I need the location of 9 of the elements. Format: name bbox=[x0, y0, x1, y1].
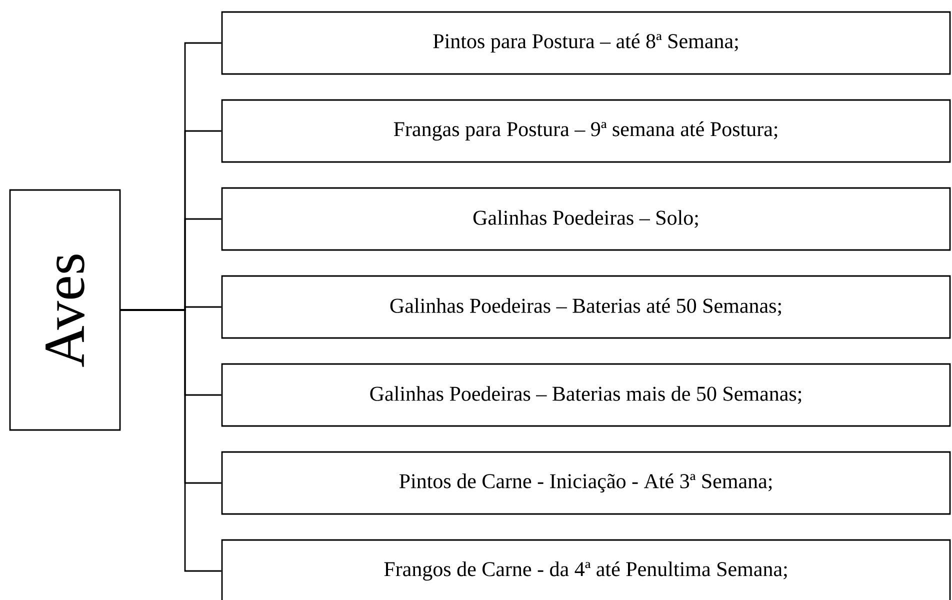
category-box: Pintos de Carne - Iniciação - Até 3ª Semana; bbox=[221, 451, 951, 515]
title-box: Aves bbox=[9, 189, 121, 431]
category-box: Galinhas Poedeiras – Baterias mais de 50 Semanas; bbox=[221, 363, 951, 427]
category-box: Galinhas Poedeiras – Solo; bbox=[221, 187, 951, 251]
connector-line bbox=[120, 309, 222, 572]
category-box: Pintos para Postura – até 8ª Semana; bbox=[221, 11, 951, 75]
category-box: Galinhas Poedeiras – Baterias até 50 Semanas; bbox=[221, 275, 951, 339]
category-box: Frangos de Carne - da 4ª até Penultima Semana; bbox=[221, 539, 951, 600]
category-box: Frangas para Postura – 9ª semana até Postura; bbox=[221, 99, 951, 163]
